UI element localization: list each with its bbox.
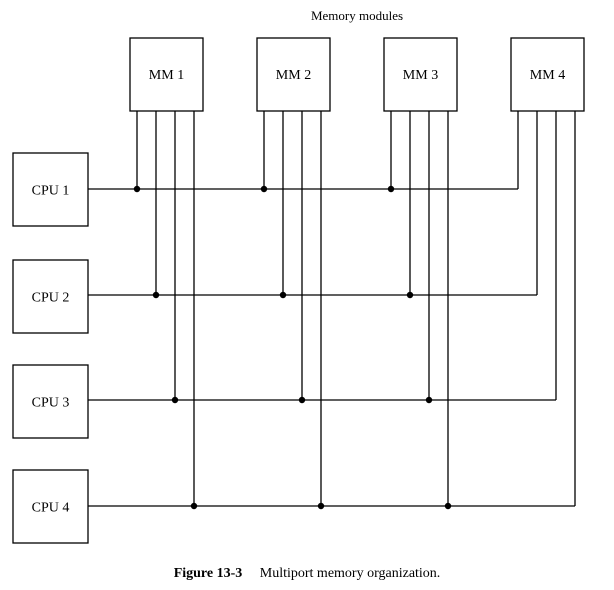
cpu-label: CPU 3 — [32, 396, 70, 411]
junction-mm3-cpu1 — [387, 185, 395, 193]
memory-modules-heading: Memory modules — [311, 8, 403, 23]
cpu-3 — [12, 364, 89, 439]
memory-module-3 — [383, 37, 458, 112]
junction-mm2-cpu3 — [298, 396, 306, 404]
junction-mm3-cpu2 — [406, 291, 414, 299]
cpu-group: CPU 1 CPU 2 CPU 3 CPU 4 — [12, 152, 89, 544]
figure-caption: Figure 13-3 Multiport memory organizatio… — [0, 566, 614, 582]
junction-mm2-cpu4 — [317, 502, 325, 510]
bus-wires — [88, 111, 576, 507]
memory-module-4 — [510, 37, 585, 112]
junction-mm1-cpu4 — [190, 502, 198, 510]
junction-mm1-cpu2 — [152, 291, 160, 299]
junction-mm1-cpu3 — [171, 396, 179, 404]
cpu-1 — [12, 152, 89, 227]
junction-mm3-cpu4 — [444, 502, 452, 510]
junction-mm2-cpu1 — [260, 185, 268, 193]
memory-module-label: MM 3 — [403, 68, 438, 83]
connection-points — [133, 185, 452, 510]
junction-mm3-cpu3 — [425, 396, 433, 404]
cpu-label: CPU 1 — [32, 184, 70, 199]
memory-module-label: MM 1 — [149, 68, 184, 83]
figure-number: Figure 13-3 — [173, 566, 243, 581]
cpu-2 — [12, 259, 89, 334]
memory-module-1 — [129, 37, 204, 112]
junction-mm2-cpu2 — [279, 291, 287, 299]
memory-module-label: MM 4 — [530, 68, 565, 83]
figure-caption-text: Multiport memory organization. — [259, 566, 441, 581]
cpu-4 — [12, 469, 89, 544]
memory-module-label: MM 2 — [276, 68, 311, 83]
memory-module-2 — [256, 37, 331, 112]
cpu-label: CPU 4 — [32, 501, 70, 516]
junction-mm1-cpu1 — [133, 185, 141, 193]
cpu-label: CPU 2 — [32, 291, 70, 306]
memory-module-group: MM 1 MM 2 MM 3 MM 4 — [129, 37, 585, 112]
